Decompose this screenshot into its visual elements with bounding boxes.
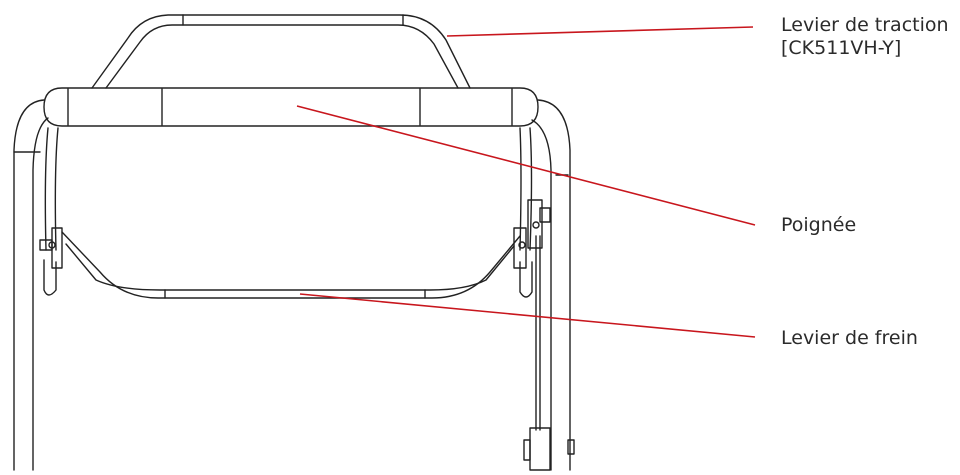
handle-grip [43, 87, 539, 127]
right-pivot [513, 127, 551, 298]
label-traction-lever: Levier de traction [CK511VH-Y] [781, 14, 949, 60]
leader-line-traction [446, 26, 754, 37]
leader-line-poignee [296, 105, 756, 226]
left-frame [13, 99, 49, 471]
leader-line-frein [299, 293, 756, 338]
traction-lever [91, 14, 471, 89]
brake-lever [61, 231, 521, 299]
right-frame [531, 99, 571, 471]
label-traction-line2: [CK511VH-Y] [781, 37, 902, 59]
brake-cable [523, 235, 575, 471]
label-handle: Poignée [781, 214, 857, 236]
label-brake-lever: Levier de frein [781, 327, 918, 349]
left-pivot [39, 127, 63, 296]
label-traction-line1: Levier de traction [781, 14, 949, 36]
